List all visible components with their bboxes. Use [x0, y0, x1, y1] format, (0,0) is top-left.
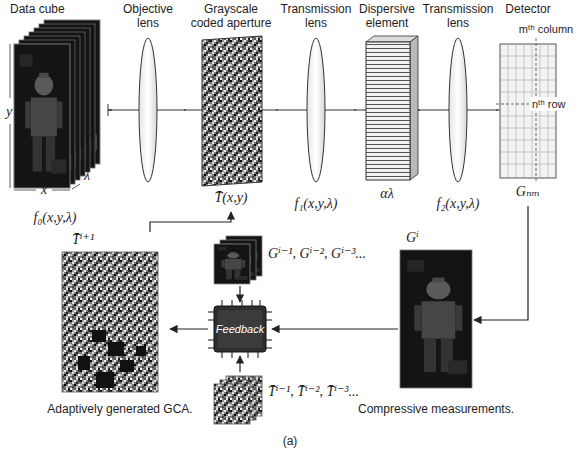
part-label: Transmission lens	[420, 2, 496, 30]
axis-label: λ	[80, 168, 94, 184]
transmission-lens: Transmission lens f₂(x,y,λ)	[420, 2, 496, 216]
math-label: αλ	[356, 186, 418, 202]
feedback-arrow	[272, 328, 398, 329]
math-label: T̄ⁱ⁺¹	[72, 232, 132, 248]
data-cube: Data cube f₀(x,y,λ)	[2, 2, 108, 228]
optical-axis-segment	[418, 109, 420, 110]
dispersive-element: Dispersive element αλ	[356, 2, 418, 204]
measurement-image: Gⁱ	[398, 228, 474, 390]
figure-caption: (a)	[265, 434, 315, 448]
math-label: T̄ⁱ⁻¹, T̄ⁱ⁻², T̄ⁱ⁻³...	[268, 384, 392, 400]
part-label: Transmission lens	[278, 2, 354, 30]
math-label: Gⁱ⁻¹, Gⁱ⁻², Gⁱ⁻³...	[268, 246, 392, 262]
figure-note: Adaptively generated GCA.	[30, 402, 210, 416]
objective-lens: Objective lens	[112, 2, 184, 196]
figure-note: Compressive measurements.	[356, 402, 516, 416]
optical-axis-segment	[496, 109, 498, 110]
column-label: mᵗʰ column	[514, 22, 578, 36]
part-label: Grayscale coded aperture	[186, 2, 276, 30]
part-label: Objective lens	[112, 2, 184, 30]
axis-label: x	[37, 182, 51, 198]
part-label: Detector	[498, 2, 558, 16]
feedback-arrow	[150, 212, 231, 232]
math-label: T̄(x,y)	[186, 190, 276, 206]
transmission-lens: Transmission lens f₁(x,y,λ)	[278, 2, 354, 216]
math-label: f₂(x,y,λ)	[420, 196, 496, 212]
feedback-arrow	[239, 356, 240, 372]
feedback-arrow	[474, 206, 528, 320]
part-label: Dispersive element	[356, 2, 418, 30]
measurement-stack: Gⁱ⁻¹, Gⁱ⁻², Gⁱ⁻³...	[212, 232, 392, 286]
coded-aperture: Grayscale coded apertureT̄(x,y)	[186, 2, 276, 212]
adaptive-aperture: T̄ⁱ⁺¹	[50, 232, 170, 396]
part-label: Data cube	[10, 2, 100, 16]
math-label: Gⁱ	[406, 230, 446, 246]
aperture-stack: T̄ⁱ⁻¹, T̄ⁱ⁻², T̄ⁱ⁻³...	[212, 372, 392, 426]
feedback-arrow	[239, 286, 240, 302]
optical-axis-segment	[108, 109, 112, 110]
optical-axis-segment	[276, 109, 278, 110]
row-label: nᵗʰ row	[530, 97, 580, 111]
math-label: Gₙₘ	[498, 184, 558, 200]
optical-axis-segment	[184, 109, 186, 110]
math-label: f₁(x,y,λ)	[278, 196, 354, 212]
math-label: f₀(x,y,λ)	[2, 210, 108, 226]
chip-label: Feedback	[208, 322, 272, 336]
optical-axis-segment	[354, 109, 356, 110]
feedback-arrow	[170, 328, 208, 329]
axis-label: y	[2, 104, 16, 120]
feedback-chip: Feedback	[208, 302, 272, 356]
